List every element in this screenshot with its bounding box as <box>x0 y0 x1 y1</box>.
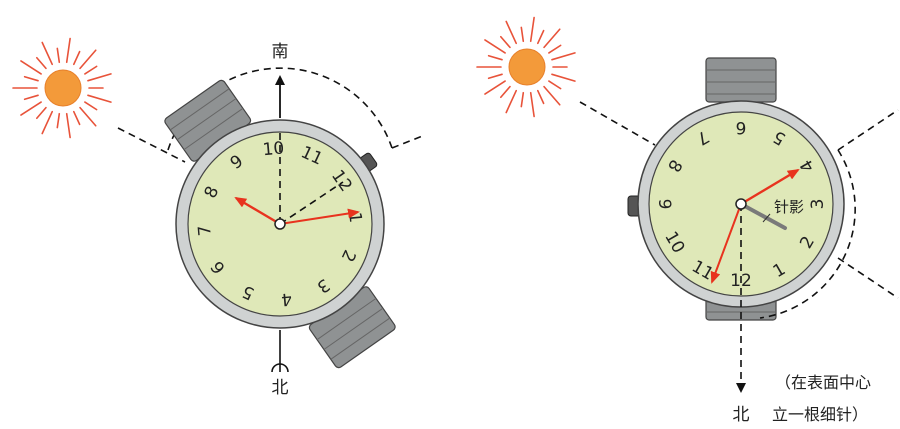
sun-ray <box>87 73 112 82</box>
left-minute-hand <box>279 208 360 225</box>
sun-ray <box>23 75 39 82</box>
sun-ray <box>548 44 562 54</box>
sun-ray <box>56 47 61 64</box>
sun-ray <box>73 50 81 66</box>
dial-number: 7 <box>195 224 216 237</box>
sun-ray <box>20 101 42 116</box>
sun-ray <box>487 54 503 61</box>
sun-ray <box>505 89 517 114</box>
sun-ray <box>23 94 39 101</box>
right-shadow-label: 针影 <box>774 198 804 216</box>
dial-number: 9 <box>654 199 674 210</box>
sun-ray <box>20 60 42 75</box>
right-arc-extension-bottom <box>837 257 899 299</box>
left-hour-hand <box>234 196 281 226</box>
sun-ray <box>529 91 535 118</box>
sun-ray <box>500 35 511 49</box>
sun-ray <box>484 39 506 54</box>
sun-ray <box>487 73 503 80</box>
right-note-line2: 立一根细针） <box>772 405 868 424</box>
sun-ray <box>41 41 53 66</box>
sun-ray <box>537 29 545 45</box>
sun-ray <box>548 80 562 90</box>
sun-ray <box>543 28 561 49</box>
sun-disc <box>44 69 82 107</box>
sun-ray <box>529 16 535 43</box>
dial-number: 10 <box>262 138 285 160</box>
left-north-label: 北 <box>272 378 289 398</box>
dial-number: 6 <box>736 117 747 137</box>
sun-ray <box>79 49 97 70</box>
right-shadow-leader <box>762 213 771 223</box>
left-sun-icon <box>12 37 112 139</box>
right-sun-direction-line <box>579 101 656 146</box>
sun-ray <box>41 110 53 135</box>
sun-ray <box>84 65 98 75</box>
right-hour-hand <box>740 168 800 206</box>
right-north-label: 北 <box>733 405 750 425</box>
left-sun-direction-line <box>117 127 186 163</box>
sun-ray <box>73 110 81 126</box>
right-watch-strap-top <box>705 57 777 103</box>
sun-ray <box>551 73 576 82</box>
sun-ray <box>500 85 511 99</box>
sun-ray <box>36 106 47 120</box>
dial-number: 3 <box>808 199 828 210</box>
left-north-hook <box>271 363 289 373</box>
sun-ray <box>84 101 98 111</box>
sun-ray <box>543 85 561 106</box>
right-minute-hand <box>710 203 742 284</box>
right-needle-shadow <box>739 202 787 230</box>
left-south-label: 南 <box>272 42 289 62</box>
left-dashed-arc <box>167 67 393 151</box>
sun-disc <box>508 48 546 86</box>
sun-ray <box>65 37 71 64</box>
sun-ray <box>551 52 576 61</box>
sun-ray <box>56 112 61 129</box>
dial-number: 4 <box>280 288 293 309</box>
right-watch-pivot <box>735 198 747 210</box>
right-dashed-arc <box>759 149 856 319</box>
left-twelve-line <box>279 181 344 225</box>
sun-ray <box>520 91 525 108</box>
right-arc-extension-top <box>837 109 899 151</box>
sun-ray <box>87 94 112 103</box>
sun-ray <box>537 89 545 105</box>
sun-ray <box>520 26 525 43</box>
right-sun-icon <box>476 16 576 118</box>
sun-ray <box>484 80 506 95</box>
sun-ray <box>36 56 47 70</box>
left-watch-pivot <box>274 218 286 230</box>
sun-ray <box>65 112 71 139</box>
left-watch <box>164 79 396 369</box>
sun-ray <box>505 20 517 45</box>
sun-ray <box>79 106 97 127</box>
right-note-line1: （在表面中心 <box>775 373 871 392</box>
left-arc-extension <box>391 134 426 149</box>
